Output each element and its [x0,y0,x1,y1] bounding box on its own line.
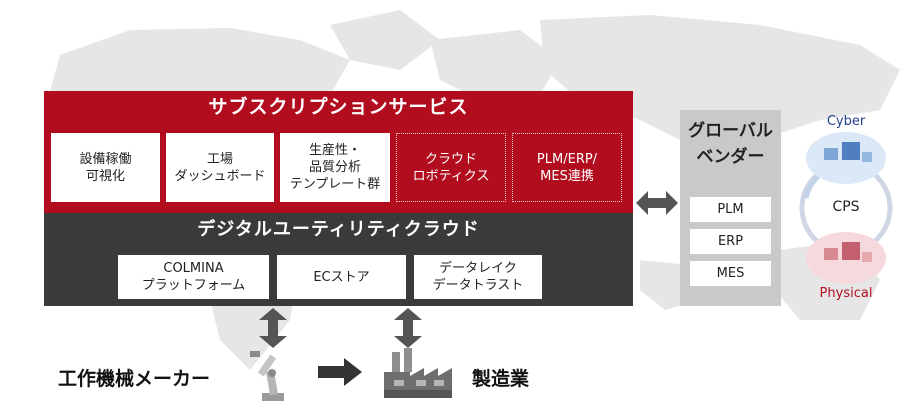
service-box-plm-erp-mes: PLM/ERP/ MES連携 [512,133,622,202]
cps-center-label: CPS [832,199,860,215]
digital-utility-cloud-title: デジタルユーティリティクラウド [197,219,480,240]
service-box-equipment-visualization: 設備稼働 可視化 [51,133,160,202]
subscription-service-title: サブスクリプションサービス [208,96,469,118]
cloud-box-datalake: データレイク データトラスト [414,255,542,299]
double-arrow-horizontal-icon [636,191,678,215]
cps-physical-label: Physical [819,286,873,301]
vendor-item-mes: MES [690,261,771,286]
service-box-factory-dashboard: 工場 ダッシュボード [166,133,274,202]
service-box-cloud-robotics: クラウド ロボティクス [396,133,506,202]
machine-maker-label: 工作機械メーカー [58,368,211,390]
right-arrow-icon [318,358,362,386]
robot-arm-icon [250,351,284,401]
cps-cyber-label: Cyber [826,114,866,129]
vendor-item-plm: PLM [690,197,771,222]
manufacturing-label: 製造業 [472,368,530,390]
cloud-box-ec-store: ECストア [277,255,406,299]
vendor-item-erp: ERP [690,229,771,254]
double-arrow-vertical-left-icon [259,308,287,348]
factory-icon [384,348,452,398]
double-arrow-vertical-right-icon [394,308,422,348]
service-box-analysis-templates: 生産性・ 品質分析 テンプレート群 [280,133,390,202]
cloud-box-colmina: COLMINA プラットフォーム [118,255,269,299]
global-vendor-title: グローバル ベンダー [688,121,773,167]
cps-cycle-diagram [799,132,893,284]
